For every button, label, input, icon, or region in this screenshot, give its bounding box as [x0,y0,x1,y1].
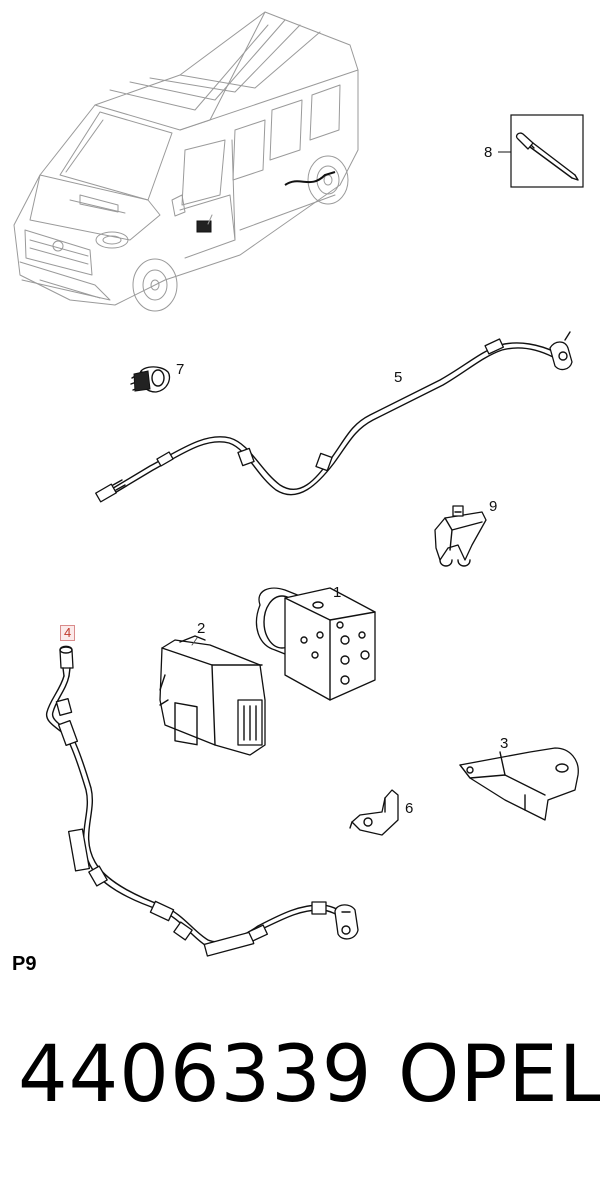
part-8-rivet [498,114,584,188]
callout-6[interactable]: 6 [405,800,414,817]
callout-3[interactable]: 3 [500,735,509,752]
callout-1[interactable]: 1 [333,584,342,601]
part-2-control-module [159,635,266,756]
part-4-sensor-cable [45,645,359,957]
page-label: P9 [12,953,37,975]
part-1-hydraulic-unit [255,587,376,701]
callout-5[interactable]: 5 [394,369,403,386]
brand-name: OPEL [398,1030,600,1120]
part-5-cable [95,331,573,503]
part-number: 4406339 [18,1030,373,1120]
callout-2[interactable]: 2 [197,620,206,637]
callout-7[interactable]: 7 [176,361,185,378]
callout-4-highlighted[interactable]: 4 [60,625,76,641]
part-7-clip [130,366,171,393]
part-9-bracket [434,505,487,567]
parts-diagram [13,11,584,957]
part-3-bracket [459,747,579,821]
callout-9[interactable]: 9 [489,498,498,515]
callout-8[interactable]: 8 [484,144,493,161]
part-6-small-bracket [349,789,399,836]
van-illustration [13,11,359,312]
